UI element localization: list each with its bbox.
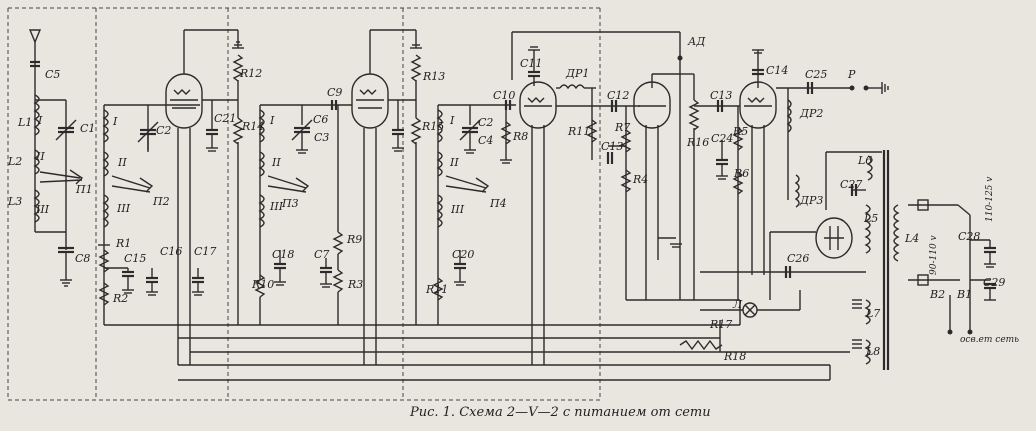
component-label: ДР2	[799, 107, 823, 120]
mains-label: осв.ет сеть	[960, 335, 1019, 345]
component-label: П1	[75, 183, 93, 196]
component-label: L8	[865, 345, 880, 358]
component-label: L7	[865, 307, 880, 320]
output-stage	[694, 49, 889, 300]
mains-voltage-label: 110-125 v	[985, 177, 995, 222]
rf-stage-3	[410, 30, 516, 325]
component-label: Л	[732, 298, 743, 311]
component-label: II	[117, 156, 127, 169]
component-label: C11	[520, 57, 542, 70]
component-label: L5	[863, 212, 878, 225]
component-label: R2	[112, 292, 128, 305]
component-label: C2	[478, 116, 493, 129]
component-label: C8	[75, 252, 90, 265]
component-label: L1	[17, 116, 32, 129]
component-label: R17	[709, 318, 732, 331]
component-label: C25	[805, 68, 827, 81]
component-label: C12	[607, 89, 629, 102]
component-label: C27	[840, 178, 862, 191]
component-label: C13	[601, 140, 623, 153]
mains-voltage-2-label: 90-110 v	[929, 235, 939, 275]
rf-stage-2	[232, 29, 416, 365]
component-label: C14	[766, 64, 788, 77]
component-label: R16	[686, 136, 709, 149]
component-label: C3	[314, 131, 329, 144]
component-label: R13	[422, 70, 445, 83]
component-label: C9	[327, 86, 342, 99]
component-label: C29	[983, 276, 1005, 289]
component-label: ДР3	[799, 194, 823, 207]
component-label: C20	[452, 248, 474, 261]
component-label: III	[35, 203, 50, 216]
component-label: L3	[7, 195, 22, 208]
component-label: П3	[281, 197, 299, 210]
component-label: R3	[347, 278, 363, 291]
component-label: II	[449, 156, 459, 169]
component-label: C24	[711, 132, 733, 145]
component-label: I	[449, 114, 455, 127]
component-label: П2	[152, 195, 170, 208]
component-label: C26	[787, 252, 809, 265]
component-label: I	[269, 114, 275, 127]
component-label: R6	[733, 167, 749, 180]
component-label: L4	[904, 232, 919, 245]
component-label: C7	[314, 248, 329, 261]
component-label: R11	[425, 283, 448, 296]
component-label: C10	[493, 89, 515, 102]
antenna-symbol	[28, 29, 42, 100]
component-label: B1	[956, 288, 972, 301]
component-label: L6	[857, 154, 872, 167]
component-label: C6	[313, 113, 328, 126]
component-label: C18	[272, 248, 294, 261]
component-label: C21	[214, 112, 236, 125]
component-label: C16	[160, 245, 182, 258]
component-label: C28	[958, 230, 980, 243]
component-label: R18	[723, 350, 746, 363]
component-label: L2	[7, 155, 22, 168]
component-label: АД	[687, 35, 706, 48]
heater-bus	[104, 290, 850, 381]
component-label: R10	[251, 278, 274, 291]
component-label: R14	[241, 120, 264, 133]
component-label: R4	[632, 173, 648, 186]
component-label: ДР1	[565, 67, 589, 80]
power-supply	[679, 150, 996, 370]
component-label: C2	[156, 124, 171, 137]
component-label: П4	[489, 197, 507, 210]
component-label: R7	[614, 121, 630, 134]
component-label: C17	[194, 245, 216, 258]
component-label: R12	[239, 67, 262, 80]
component-label: C15	[124, 252, 146, 265]
component-label: R1	[115, 237, 131, 250]
component-label: III	[450, 203, 465, 216]
component-label: II	[271, 156, 281, 169]
component-label: II	[35, 150, 45, 163]
component-label: I	[37, 114, 43, 127]
figure-caption: Рис. 1. Схема 2—V—2 с питанием от сети	[409, 405, 711, 420]
component-label: R9	[346, 233, 362, 246]
component-label: C4	[478, 134, 493, 147]
component-label: C1	[80, 122, 95, 135]
section-borders	[7, 7, 601, 401]
component-label: III	[269, 200, 284, 213]
component-label: C5	[45, 68, 60, 81]
component-label: C13	[710, 89, 732, 102]
detector-stage	[511, 31, 700, 365]
component-label: III	[116, 202, 131, 215]
component-label: I	[112, 115, 118, 128]
input-circuit	[30, 60, 84, 287]
component-label: B2	[929, 288, 945, 301]
component-label: P	[847, 68, 856, 81]
component-label: R5	[732, 125, 748, 138]
component-label: R11	[567, 125, 590, 138]
component-label: R15	[421, 120, 444, 133]
component-label: R8	[512, 130, 528, 143]
